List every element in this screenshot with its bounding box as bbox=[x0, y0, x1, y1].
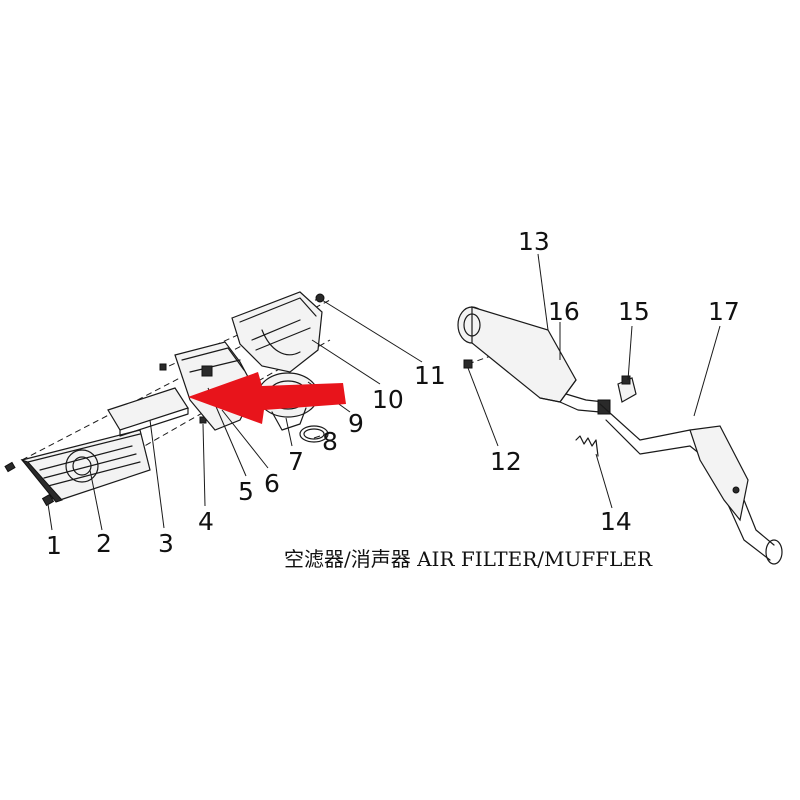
callout-14: 14 bbox=[600, 507, 632, 536]
callout-12: 12 bbox=[490, 447, 522, 476]
screw-part-1 bbox=[4, 461, 55, 507]
leader-line bbox=[537, 253, 549, 331]
callout-15: 15 bbox=[618, 297, 650, 326]
leader-line bbox=[47, 503, 53, 531]
callout-16: 16 bbox=[548, 297, 580, 326]
leader-line bbox=[221, 409, 269, 469]
callout-13: 13 bbox=[518, 227, 550, 256]
leader-line bbox=[693, 325, 721, 417]
callout-5: 5 bbox=[238, 477, 254, 506]
callout-4: 4 bbox=[198, 507, 214, 536]
callout-8: 8 bbox=[322, 427, 338, 456]
leader-line bbox=[311, 339, 381, 385]
callout-11: 11 bbox=[414, 361, 446, 390]
callout-9: 9 bbox=[348, 409, 364, 438]
callout-10: 10 bbox=[372, 385, 404, 414]
muffler-assembly bbox=[457, 253, 783, 565]
leader-line bbox=[627, 325, 633, 381]
leader-line bbox=[313, 435, 321, 439]
clamp-part-8 bbox=[299, 425, 329, 443]
leader-line bbox=[202, 423, 206, 507]
muffler-part-16 bbox=[457, 306, 611, 415]
leader-line bbox=[285, 417, 293, 447]
callout-7: 7 bbox=[288, 447, 304, 476]
leader-line bbox=[149, 419, 165, 529]
leader-line bbox=[321, 299, 423, 363]
callout-3: 3 bbox=[158, 529, 174, 558]
filter-element-part-3 bbox=[107, 387, 189, 437]
assembly-guide-line bbox=[21, 299, 331, 461]
bracket-part-15 bbox=[617, 375, 637, 403]
callout-1: 1 bbox=[46, 531, 62, 560]
diagram-caption: 空滤器/消声器 AIR FILTER/MUFFLER bbox=[284, 547, 653, 571]
highlight-arrow bbox=[188, 372, 346, 424]
bolt-part-12 bbox=[463, 359, 473, 369]
leader-line bbox=[595, 453, 613, 509]
spring-part-14 bbox=[575, 435, 599, 457]
callout-17: 17 bbox=[708, 297, 740, 326]
filter-cover-part-2 bbox=[20, 429, 151, 503]
airbox-part-10 bbox=[231, 291, 323, 373]
header-pipe-part-17 bbox=[599, 403, 783, 565]
leader-line bbox=[467, 367, 499, 447]
leader-line bbox=[89, 469, 103, 531]
bolt-small bbox=[159, 363, 167, 371]
callout-2: 2 bbox=[96, 529, 112, 558]
callout-6: 6 bbox=[264, 469, 280, 498]
